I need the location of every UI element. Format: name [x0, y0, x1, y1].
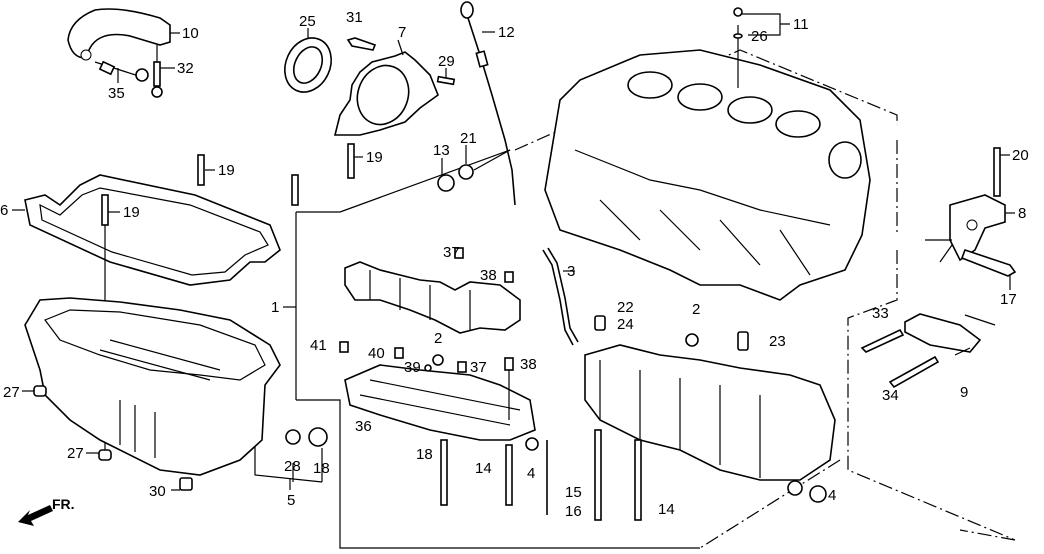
callout-40: 40 [368, 345, 385, 362]
oil-jet [339, 247, 514, 420]
callout-41: 41 [310, 337, 327, 354]
sealing-bolt [733, 7, 743, 39]
callout-18-pan: 18 [313, 460, 330, 477]
callout-3: 3 [567, 263, 575, 280]
callout-34: 34 [882, 387, 899, 404]
callout-33: 33 [872, 305, 889, 322]
callout-2-block: 2 [692, 301, 700, 318]
callout-22: 22 [617, 299, 634, 316]
bolt [440, 437, 539, 506]
callout-37-top: 37 [443, 244, 460, 261]
callout-6: 6 [0, 202, 8, 219]
callout-39: 39 [404, 359, 421, 376]
engine-mount-bracket [67, 8, 171, 98]
bearing-cap-bridge [584, 315, 836, 521]
callout-13: 13 [433, 142, 450, 159]
callout-36: 36 [355, 418, 372, 435]
engine-mount-bracket [925, 147, 1017, 277]
callout-16: 16 [565, 503, 582, 520]
assembly-boundary-dashed [514, 49, 1016, 549]
callout-4-left: 4 [527, 465, 535, 482]
callout-2-caps: 2 [434, 330, 442, 347]
oil-pan-gasket [24, 174, 281, 286]
bearing-cap-bridge [344, 364, 536, 441]
oil-seal [284, 37, 332, 93]
callout-32: 32 [177, 60, 194, 77]
callout-26: 26 [751, 28, 768, 45]
callout-23: 23 [769, 333, 786, 350]
dipstick-tube [542, 247, 579, 346]
callout-15: 15 [565, 484, 582, 501]
assembly-bracket-1 [295, 149, 700, 549]
main-bearing-caps [344, 261, 521, 334]
callout-8: 8 [1018, 205, 1026, 222]
callout-30: 30 [149, 483, 166, 500]
dowel-pin [347, 75, 456, 179]
callout-11: 11 [793, 16, 809, 33]
callout-25: 25 [299, 13, 316, 30]
callout-14-right: 14 [658, 501, 675, 518]
callout-5: 5 [287, 492, 295, 509]
callout-21: 21 [460, 130, 477, 147]
engine-mount-bracket [860, 313, 996, 389]
callout-18-bolt: 18 [416, 446, 433, 463]
callout-38-bottom: 38 [520, 356, 537, 373]
oil-pan [24, 297, 281, 476]
callout-24: 24 [617, 316, 634, 333]
callout-19-left: 19 [123, 204, 140, 221]
front-direction-label: FR. [52, 496, 75, 512]
cylinder-block [544, 25, 871, 301]
callout-17: 17 [1000, 291, 1017, 308]
callout-27-lower: 27 [67, 445, 84, 462]
callout-9: 9 [960, 384, 968, 401]
callout-20: 20 [1012, 147, 1029, 164]
leader-lines [12, 13, 1015, 491]
washer [437, 149, 511, 192]
callout-37-bottom: 37 [470, 359, 487, 376]
callout-14-left: 14 [475, 460, 492, 477]
callout-1: 1 [271, 299, 279, 316]
callout-35: 35 [108, 85, 125, 102]
callout-27-upper: 27 [3, 384, 20, 401]
dipstick [460, 1, 516, 206]
callout-31: 31 [346, 9, 363, 26]
bolt [346, 37, 377, 51]
callout-4-right: 4 [828, 487, 836, 504]
crank-seal-housing [333, 51, 439, 136]
callout-19-top: 19 [366, 149, 383, 166]
callout-38-top: 38 [480, 267, 497, 284]
leader-5-bracket [254, 447, 323, 490]
callout-19-right: 19 [218, 162, 235, 179]
callout-7: 7 [398, 24, 406, 41]
front-direction-arrow [18, 505, 53, 526]
callout-28: 28 [284, 458, 301, 475]
drain-bolt [33, 385, 328, 491]
callout-10: 10 [182, 25, 199, 42]
callout-29: 29 [438, 53, 455, 70]
callout-12: 12 [498, 24, 515, 41]
